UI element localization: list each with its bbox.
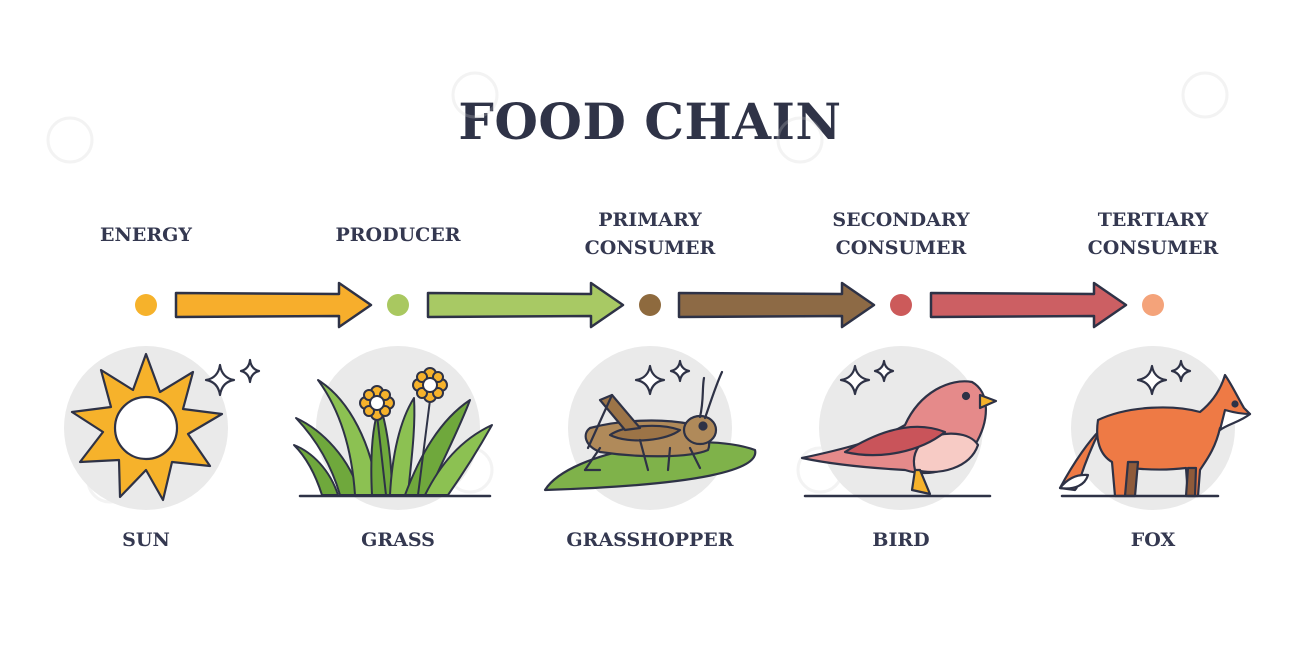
stage-dot-producer: [387, 294, 409, 316]
level-label-primary-consumer: PRIMARY CONSUMER: [584, 209, 716, 259]
arrow-primary-to-secondary: [677, 281, 876, 329]
sparkle-icon: [204, 358, 1192, 397]
arrow-energy-to-producer: [174, 281, 373, 329]
grass-icon: [293, 367, 493, 498]
stage-dot-secondary: [890, 294, 912, 316]
stage-dot-energy: [135, 294, 157, 316]
level-label-secondary-consumer: SECONDARY CONSUMER: [832, 209, 970, 259]
page-title: FOOD CHAIN: [458, 92, 842, 151]
arrow-producer-to-primary: [426, 281, 625, 329]
fox-icon: [1058, 373, 1252, 498]
sun-icon: [70, 352, 224, 502]
arrow-secondary-to-tertiary: [929, 281, 1128, 329]
level-label-energy: ENERGY: [100, 224, 192, 246]
species-label-grass: GRASS: [361, 529, 435, 551]
species-label-sun: SUN: [122, 529, 170, 551]
species-label-grasshopper: GRASSHOPPER: [566, 529, 734, 551]
stage-dot-primary: [639, 294, 661, 316]
bird-icon: [800, 380, 998, 498]
stage-dot-tertiary: [1142, 294, 1164, 316]
grasshopper-icon: [543, 370, 757, 492]
level-label-producer: PRODUCER: [335, 224, 461, 246]
species-label-fox: FOX: [1130, 529, 1176, 551]
level-label-tertiary-consumer: TERTIARY CONSUMER: [1087, 209, 1219, 259]
species-label-bird: BIRD: [872, 529, 930, 551]
